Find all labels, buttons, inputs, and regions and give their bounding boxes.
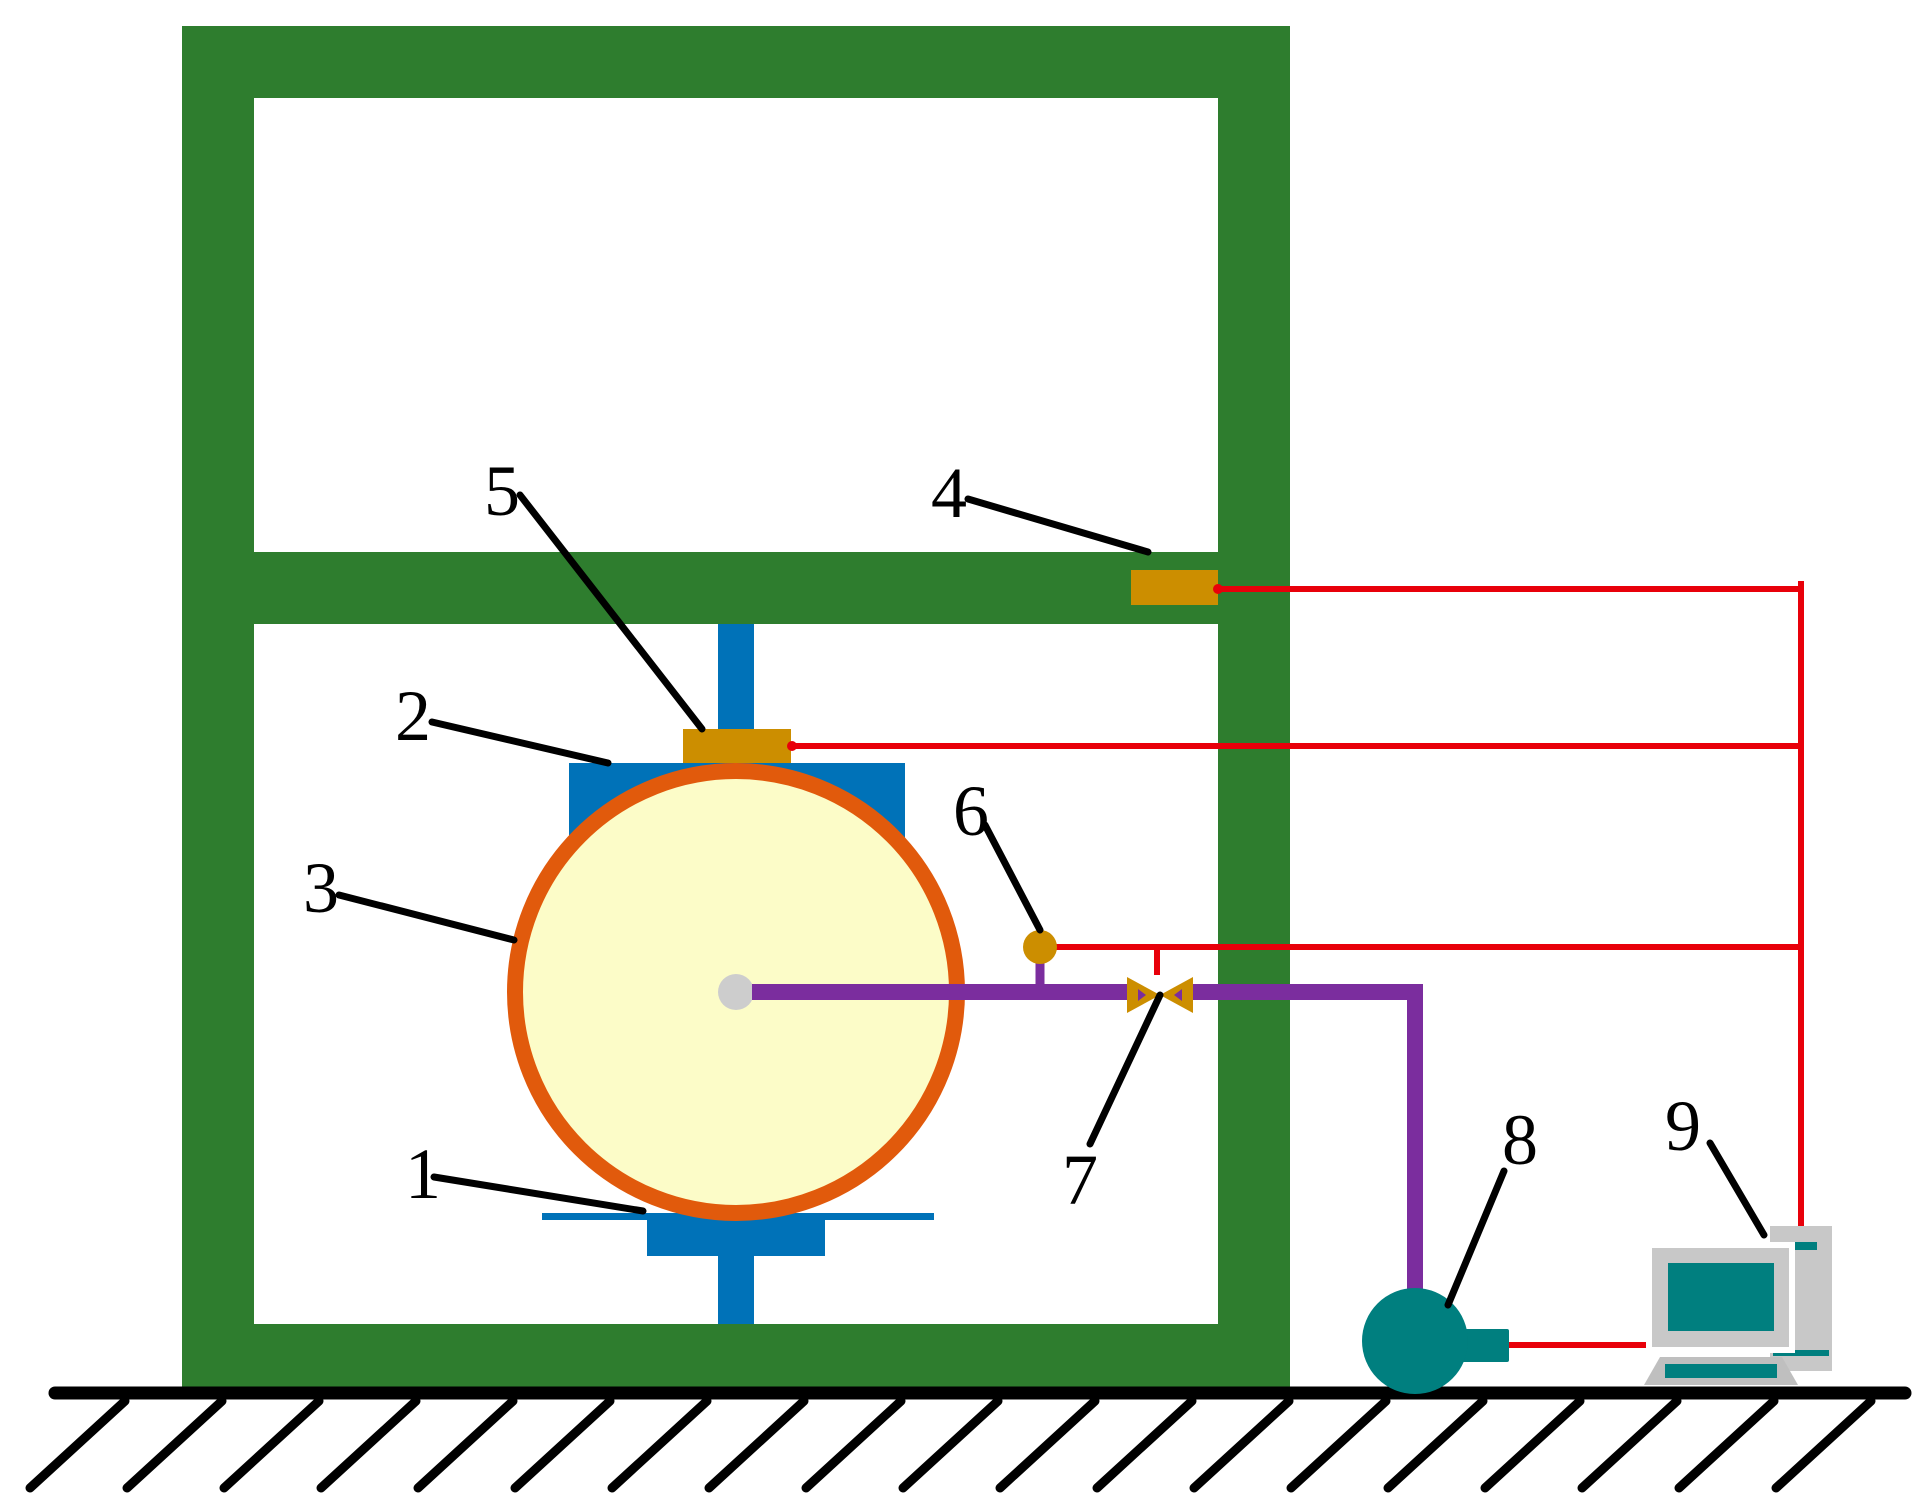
ground-hatch-line [25,1396,130,1493]
ground-hatch-line [1383,1396,1488,1493]
leader-6 [981,821,1044,934]
callout-numbers: 1 2 3 4 5 6 7 8 9 [303,451,1701,1220]
ground-hatch-line [704,1396,809,1493]
leader-lines [335,491,1768,1309]
lower-support-plate [542,1213,934,1324]
leader-4 [964,495,1152,556]
ground-hatch-line [607,1396,712,1493]
ground [25,1386,1912,1493]
label-2: 2 [395,676,431,756]
frame-bottom-beam [182,1324,1290,1391]
ground-hatch-line [316,1396,421,1493]
ground-hatching [25,1396,1876,1493]
ground-hatch-line [1189,1396,1294,1493]
load-sensor-terminal [787,741,797,751]
loading-frame [182,26,1290,1391]
ground-hatch-line [413,1396,518,1493]
pump-body [1362,1288,1468,1394]
leader-3 [335,891,518,944]
leader-5 [516,491,706,733]
ground-hatch-line [1771,1396,1876,1493]
ground-hatch-line [1286,1396,1391,1493]
leader-1 [430,1173,647,1215]
ground-hatch-line [1092,1396,1197,1493]
valve-right-mark [1174,989,1182,1001]
label-9: 9 [1665,1086,1701,1166]
upper-loading-rod [718,624,754,730]
frame-right-column [1218,26,1290,1391]
pressure-gauge [1023,930,1057,964]
computer-screen [1668,1263,1774,1331]
lower-support-rod [718,1256,754,1324]
computer-icon [1644,1226,1832,1385]
label-3: 3 [303,848,339,928]
label-6: 6 [953,771,989,851]
label-8: 8 [1502,1100,1538,1180]
computer-tower-light [1773,1350,1829,1356]
label-4: 4 [931,453,967,533]
pressure-pipe [752,960,1423,1300]
ground-hatch-line [995,1396,1100,1493]
ground-hatch-line [1577,1396,1682,1493]
leader-8 [1444,1167,1508,1309]
label-1: 1 [405,1134,441,1214]
leader-2 [428,718,612,767]
leader-9 [1706,1139,1768,1239]
frame-cross-beam [182,552,1290,624]
ground-hatch-line [801,1396,906,1493]
pump-icon [1362,1288,1509,1394]
computer-keyboard-keys [1665,1364,1777,1378]
computer-tower-slot [1785,1242,1817,1250]
frame-top-beam [182,26,1290,98]
valve-icon [1127,977,1193,1013]
vessel-center-port [718,974,754,1010]
valve-left-mark [1138,989,1146,1001]
lower-support-block [647,1220,825,1256]
label-7: 7 [1062,1140,1098,1220]
displacement-sensor-terminal [1213,584,1223,594]
ground-hatch-line [219,1396,324,1493]
label-5: 5 [484,451,520,531]
load-sensor [683,729,791,763]
ground-hatch-line [1674,1396,1779,1493]
ground-hatch-line [510,1396,615,1493]
ground-hatch-line [898,1396,1003,1493]
ground-hatch-line [1480,1396,1585,1493]
frame-left-column [182,26,254,1391]
displacement-sensor [1131,570,1218,605]
leader-7 [1086,991,1164,1148]
ground-hatch-line [122,1396,227,1493]
